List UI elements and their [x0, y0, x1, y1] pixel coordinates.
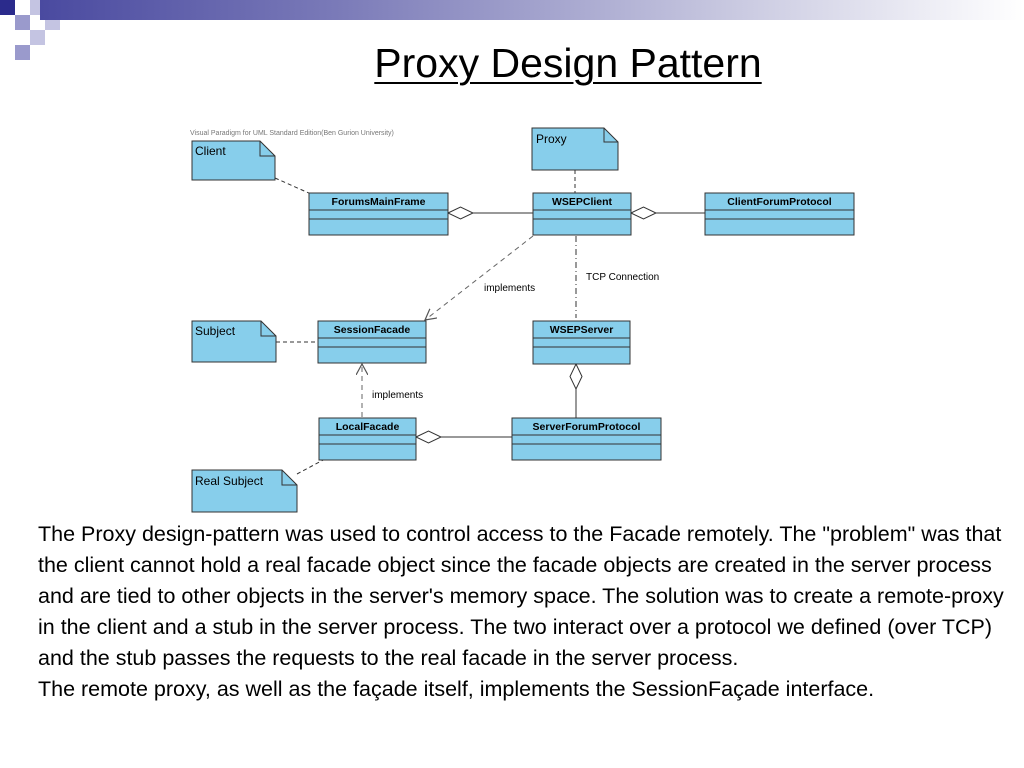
class-wsep-server: WSEPServer — [532, 320, 631, 365]
note-subject: Subject — [191, 320, 277, 363]
implements-label: implements — [484, 283, 535, 294]
top-rule — [40, 0, 1024, 20]
class-local-facade: LocalFacade — [318, 417, 417, 461]
aggregation-diamond — [414, 430, 443, 444]
aggregation-diamond — [569, 362, 583, 391]
class-session-facade: SessionFacade — [317, 320, 427, 364]
diagram-watermark: Visual Paradigm for UML Standard Edition… — [190, 130, 394, 137]
note-anchor-client — [274, 177, 321, 199]
note-real-subject-label: Real Subject — [195, 474, 264, 488]
class-client-forum-protocol: ClientForumProtocol — [704, 192, 855, 236]
note-subject-label: Subject — [195, 324, 236, 338]
note-proxy-label: Proxy — [536, 132, 567, 146]
corner-square — [15, 45, 30, 60]
corner-square — [30, 30, 45, 45]
realization-client-facade — [425, 235, 534, 320]
note-proxy: Proxy — [531, 127, 619, 171]
corner-square — [0, 0, 15, 15]
corner-square — [15, 15, 30, 30]
uml-diagram: Visual Paradigm for UML Standard Edition… — [190, 127, 855, 513]
aggregation-diamond — [446, 206, 475, 220]
class-forums-main-frame: ForumsMainFrame — [308, 192, 449, 236]
body-paragraph: The Proxy design-pattern was used to con… — [38, 522, 1004, 670]
class-name: SessionFacade — [334, 324, 411, 336]
note-real-subject: Real Subject — [191, 469, 298, 513]
note-client-label: Client — [195, 144, 226, 158]
class-name: WSEPServer — [550, 324, 614, 336]
body-text: The Proxy design-pattern was used to con… — [38, 519, 1008, 705]
aggregation-diamond — [629, 206, 658, 220]
slide-title: Proxy Design Pattern — [374, 40, 762, 86]
class-name: ClientForumProtocol — [727, 196, 831, 208]
class-name: ForumsMainFrame — [332, 196, 426, 208]
note-anchor-real-subject — [296, 458, 326, 475]
class-server-forum-protocol: ServerForumProtocol — [511, 417, 662, 461]
class-name: LocalFacade — [336, 421, 400, 433]
tcp-connection-label: TCP Connection — [586, 272, 659, 283]
class-wsep-client: WSEPClient — [532, 192, 632, 236]
body-paragraph: The remote proxy, as well as the façade … — [38, 677, 875, 701]
implements-label: implements — [372, 390, 423, 401]
class-name: ServerForumProtocol — [533, 421, 641, 433]
note-client: Client — [191, 140, 276, 181]
class-name: WSEPClient — [552, 196, 613, 208]
